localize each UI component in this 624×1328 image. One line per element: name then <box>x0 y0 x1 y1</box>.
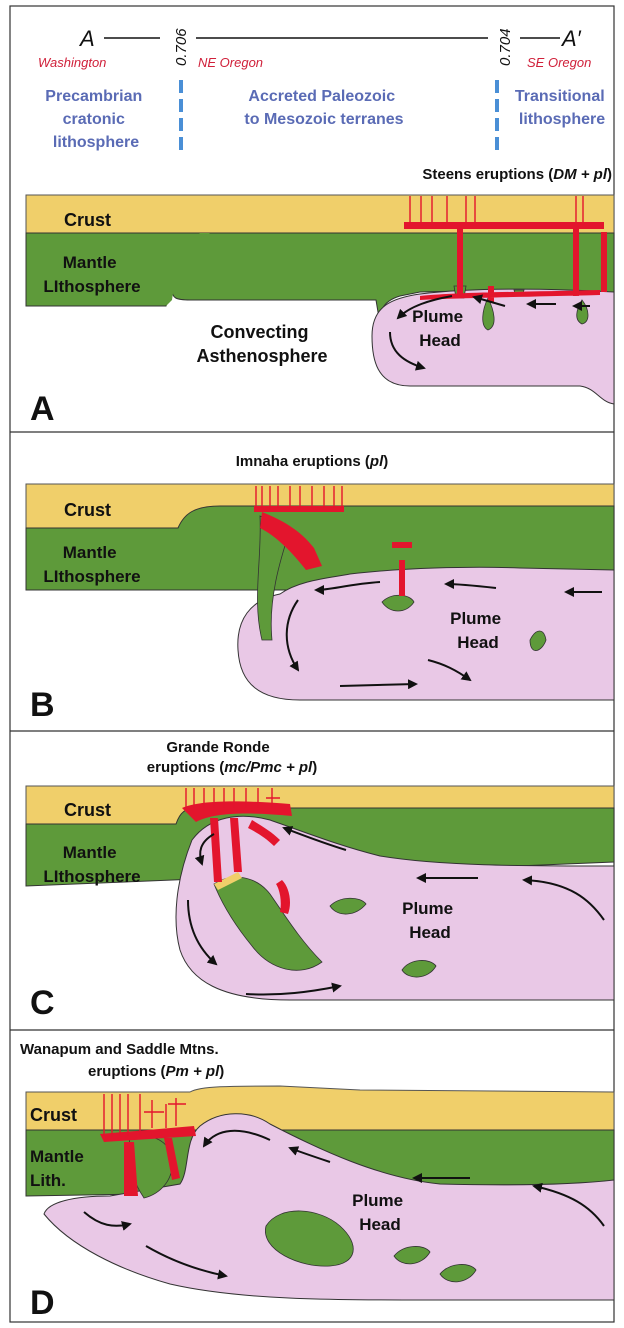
zone-label-accreted: Accreted Paleozoic to Mesozoic terranes <box>244 88 403 128</box>
panel-letter: B <box>30 686 55 724</box>
panel-d: Wanapum and Saddle Mtns. eruptions (Pm +… <box>20 1041 614 1322</box>
section-header: A A′ 0.706 0.704 Washington NE Oregon SE… <box>38 26 609 151</box>
panel-letter: D <box>30 1284 55 1322</box>
location-ne-oregon: NE Oregon <box>198 55 263 70</box>
panel-b: Imnaha eruptions (pl) Crust Mantle LItho… <box>26 453 614 724</box>
crust-label: Crust <box>64 500 111 520</box>
asthenosphere-label: Convecting Asthenosphere <box>196 322 327 366</box>
plume-head <box>238 567 614 700</box>
panel-a: Steens eruptions (DM + pl) Crust Mantle … <box>26 166 614 428</box>
eruption-title: eruptions (Pm + pl) <box>88 1063 224 1080</box>
zone-label-transitional: Transitional lithosphere <box>515 88 609 128</box>
crust-label: Crust <box>64 800 111 820</box>
crust-label: Crust <box>30 1105 77 1125</box>
zone-label-precambrian: Precambrian cratonic lithosphere <box>45 88 146 151</box>
crust-layer <box>26 1086 614 1130</box>
location-washington: Washington <box>38 55 106 70</box>
location-se-oregon: SE Oregon <box>527 55 591 70</box>
eruption-title: Imnaha eruptions (pl) <box>236 453 389 470</box>
eruption-title: Steens eruptions (DM + pl) <box>422 166 612 183</box>
sr-isopleth-left: 0.706 <box>173 28 190 66</box>
panel-letter: A <box>30 390 55 428</box>
eruption-title: Grande Ronde <box>166 739 269 756</box>
crust-label: Crust <box>64 210 111 230</box>
panel-c: Grande Ronde eruptions (mc/Pmc + pl) Cru… <box>26 739 614 1022</box>
eruption-title: Wanapum and Saddle Mtns. <box>20 1041 219 1058</box>
sr-isopleth-right: 0.704 <box>497 28 514 66</box>
section-end-label-a: A <box>78 26 95 51</box>
section-end-label-a-prime: A′ <box>560 26 582 51</box>
panel-letter: C <box>30 984 55 1022</box>
eruption-title: eruptions (mc/Pmc + pl) <box>147 759 317 776</box>
